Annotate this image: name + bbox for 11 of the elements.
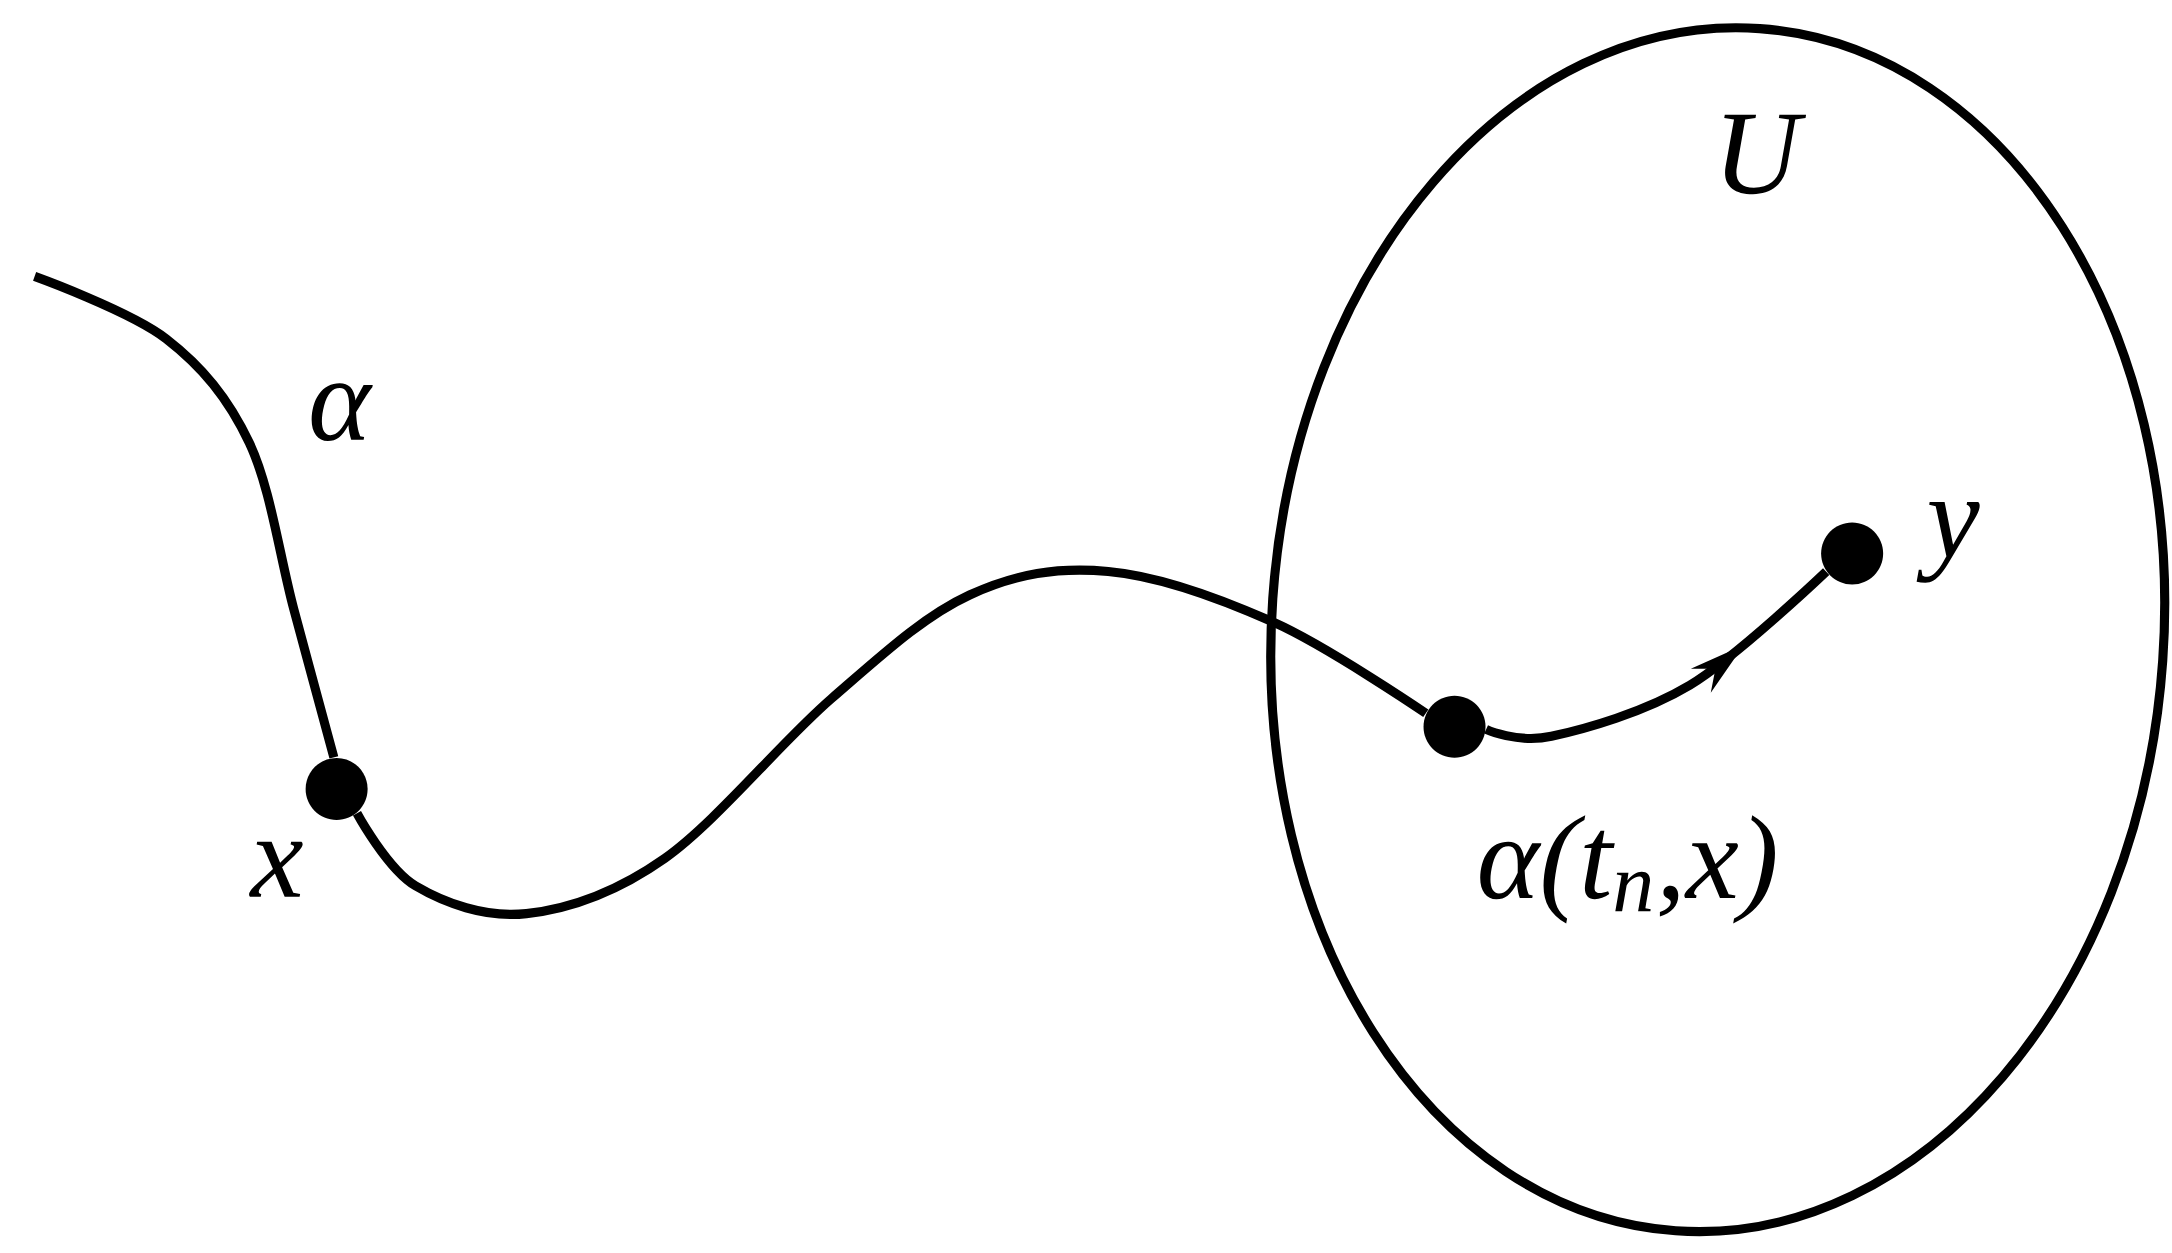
- curve: [1484, 568, 1830, 743]
- point-label: α(t$_{n}$,x): [1480, 815, 1775, 924]
- point-dot: [1423, 695, 1486, 758]
- curve: [33, 272, 339, 759]
- point-label: y: [1916, 502, 1980, 583]
- point-dot: [305, 758, 368, 820]
- curve: [353, 565, 1429, 919]
- point-label: x: [249, 841, 303, 897]
- set-label: U: [1724, 114, 1807, 195]
- point-dot: [1821, 522, 1884, 585]
- edge-label: α: [311, 383, 373, 441]
